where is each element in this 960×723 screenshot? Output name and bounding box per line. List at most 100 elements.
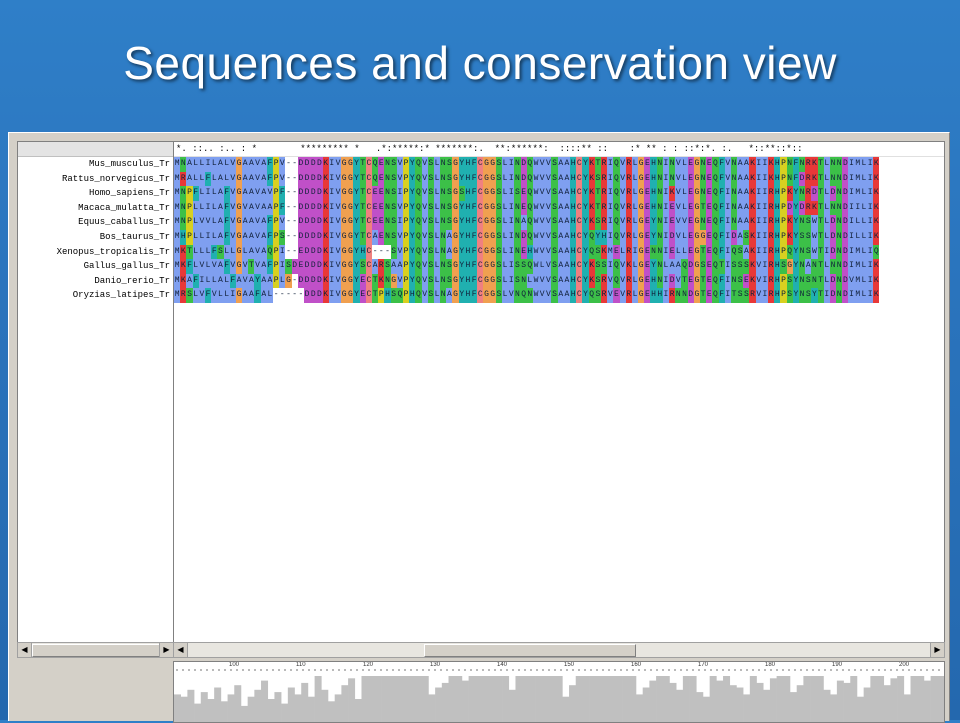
conservation-bar	[354, 699, 362, 722]
residue: L	[433, 186, 441, 201]
sequence-name[interactable]: Gallus_gallus_Tr	[83, 261, 170, 272]
residue: L	[619, 244, 626, 260]
sequence-row[interactable]: MNPFLILAFVGAAVAVPF--DDDDKIVGGYTCEENSIPYQ…	[174, 186, 944, 201]
residue: D	[316, 171, 323, 187]
residue: S	[390, 244, 397, 260]
scroll-right-icon[interactable]: ▶	[930, 643, 944, 657]
sequence-name[interactable]: Mus_musculus_Tr	[88, 159, 170, 169]
conservation-bar	[281, 703, 289, 722]
sequence-name[interactable]: Homo_sapiens_Tr	[88, 188, 170, 199]
residue: L	[217, 288, 224, 303]
residue: H	[774, 186, 781, 201]
residue: A	[563, 244, 570, 260]
names-hscrollbar[interactable]: ◀ ▶	[17, 642, 174, 658]
conservation-bar	[903, 694, 911, 722]
sequence-row[interactable]: MKAFILLALFAVAYAAPLG-DDDDKIVGGYECTKNGVPYQ…	[174, 273, 944, 289]
sequence-row[interactable]: MRALLFLALVGAAVAFPV--DDDDKIVGGYTCQENSVPYQ…	[174, 171, 944, 187]
residue: S	[594, 259, 601, 274]
residue: V	[254, 244, 261, 260]
sequence-name[interactable]: Bos_taurus_Tr	[99, 231, 170, 242]
alignment-hscrollbar[interactable]: ◀ ▶	[173, 642, 945, 658]
sequence-name[interactable]: Equus_caballus_Tr	[78, 217, 170, 228]
sequence-name[interactable]: Rattus_norvegicus_Tr	[61, 173, 170, 184]
conservation-bar	[421, 676, 429, 722]
residue: T	[730, 288, 738, 303]
sequence-row[interactable]: MKFLVLVAFVGVTVAFPISDEDDDKIVGGYSCARSAAPYQ…	[174, 259, 944, 274]
sequence-name[interactable]: Xenopus_tropicalis_Tr	[56, 246, 170, 257]
ruler-label: 140	[497, 662, 508, 668]
alignment-scroll-thumb[interactable]	[424, 644, 636, 657]
residue: T	[817, 259, 824, 274]
residue: Y	[582, 273, 589, 289]
residue: V	[619, 171, 626, 187]
residue: I	[198, 273, 205, 289]
residue: A	[557, 288, 564, 303]
residue: L	[198, 157, 205, 172]
sequence-row[interactable]: MNALLILALVGAAVAFPV--DDDDKIVGGYTCQENSVPYQ…	[174, 157, 944, 172]
residue: I	[662, 244, 669, 260]
residue: L	[192, 229, 199, 245]
residue: K	[873, 273, 880, 289]
residue: I	[328, 186, 335, 201]
residue: L	[501, 200, 509, 216]
residue: H	[650, 186, 657, 201]
residue: V	[681, 215, 688, 230]
residue: V	[675, 171, 682, 187]
residue: G	[489, 288, 496, 303]
residue: I	[848, 186, 855, 201]
residue: N	[384, 171, 391, 187]
conservation-bar	[287, 687, 295, 722]
sequence-row[interactable]: MKTLLLFSLLGLAVAQPI--EDDDKIVGGYHC---SVPYQ…	[174, 244, 944, 260]
residue: G	[489, 229, 496, 245]
scroll-left-icon[interactable]: ◀	[18, 643, 32, 657]
residue: Y	[458, 171, 465, 187]
residue: N	[656, 157, 663, 172]
sequence-row[interactable]: MNPLVVLAFVGAAVAFPV--DDDDKIVGGYTCEENSIPYQ…	[174, 215, 944, 230]
residue: A	[242, 157, 249, 172]
residue: V	[675, 273, 682, 289]
residue: K	[588, 259, 595, 274]
sequence-name[interactable]: Oryzias_latipes_Tr	[72, 290, 170, 301]
residue: V	[254, 215, 261, 230]
residue: A	[260, 259, 267, 274]
residue: S	[805, 229, 812, 245]
residue: A	[248, 171, 255, 187]
residue: L	[433, 259, 441, 274]
sequence-row[interactable]: MRSLVFVLLIGAAFAL-----DDDKIVGGYECTPHSQPHQ…	[174, 288, 944, 303]
residue: V	[421, 200, 428, 216]
residue: N	[798, 244, 806, 260]
residue: S	[743, 229, 750, 245]
residue: I	[761, 171, 768, 187]
residue: A	[248, 186, 255, 201]
residue: T	[359, 200, 366, 216]
names-scroll-thumb[interactable]	[32, 644, 160, 657]
residue: D	[303, 171, 311, 187]
residue: G	[638, 215, 645, 230]
residue: S	[594, 171, 601, 187]
residue: D	[303, 288, 311, 303]
sequence-row[interactable]: MHPLLILAFVGAAVAFPS--DDDDKIVGGYTCAENSVPYQ…	[174, 229, 944, 245]
residue: D	[842, 157, 849, 172]
residue: G	[452, 273, 459, 289]
conservation-bar	[923, 680, 931, 722]
residue: A	[248, 157, 255, 172]
residue: S	[427, 215, 434, 230]
conservation-bar	[649, 680, 657, 722]
slide-title: Sequences and conservation view	[123, 37, 837, 89]
residue: M	[607, 244, 614, 260]
residue: G	[693, 157, 700, 172]
sequence-name[interactable]: Macaca_mulatta_Tr	[78, 202, 170, 213]
conservation-bar	[207, 699, 215, 722]
residue: L	[854, 229, 861, 245]
alignment-pane[interactable]: *. ::.. :.. : * ********* * .*:*****:* *…	[173, 141, 945, 643]
sequence-row[interactable]: MNPLLILAFVGVAVAAPF--DDDDKIVGGYTCEENSVPYQ…	[174, 200, 944, 216]
scroll-right-icon[interactable]: ▶	[159, 643, 173, 657]
residue: Q	[712, 200, 719, 216]
scroll-left-icon[interactable]: ◀	[174, 643, 188, 657]
residue: L	[198, 244, 205, 260]
conservation-bar	[629, 676, 637, 722]
residue: N	[730, 186, 738, 201]
sequence-name[interactable]: Danio_rerio_Tr	[94, 275, 170, 286]
residue: H	[526, 244, 533, 260]
